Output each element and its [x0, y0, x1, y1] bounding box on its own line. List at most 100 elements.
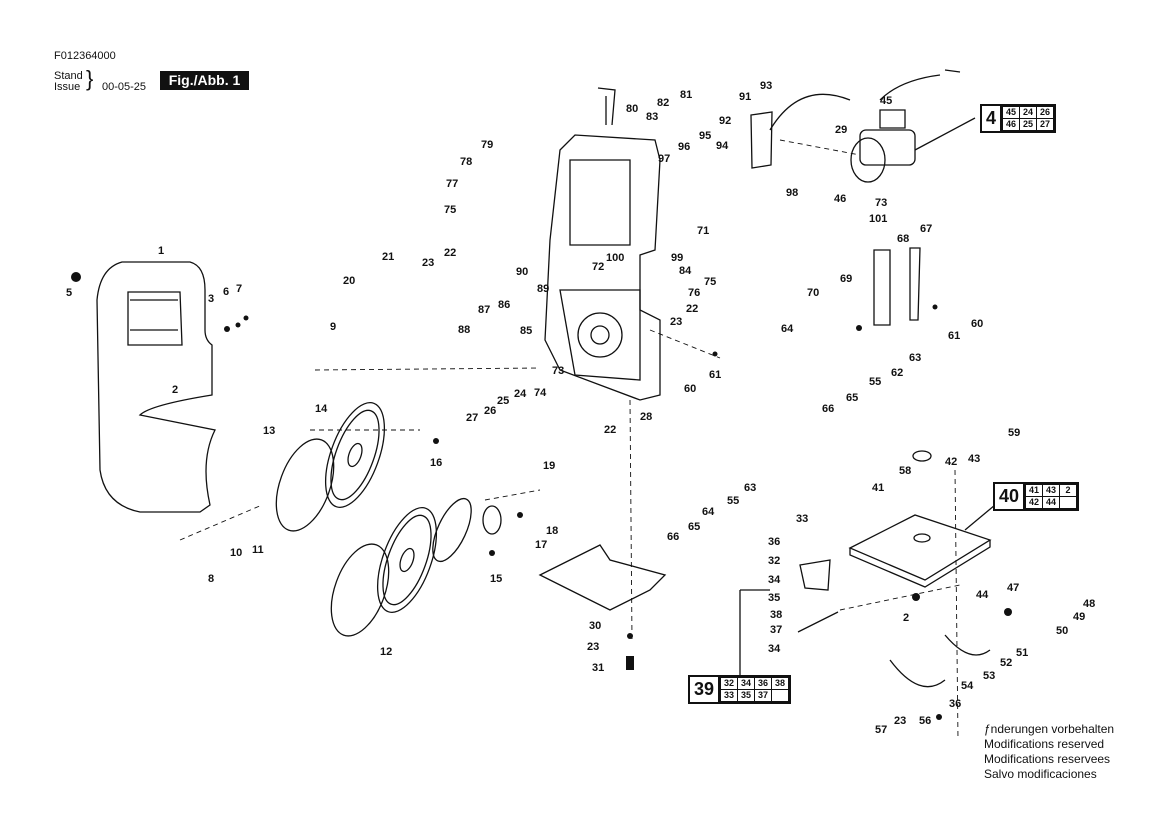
part-callout-14: 14	[315, 403, 328, 415]
part-callout-89: 89	[537, 283, 549, 295]
part-callout-84: 84	[679, 265, 692, 277]
part-callout-73: 73	[552, 365, 564, 377]
part-callout-29: 29	[835, 124, 847, 136]
part-callout-2: 2	[172, 384, 178, 396]
part-callout-68: 68	[897, 233, 909, 245]
part-callout-65: 65	[688, 521, 700, 533]
part-callout-86: 86	[498, 299, 510, 311]
part-callout-15: 15	[490, 573, 502, 585]
part-callout-58: 58	[899, 465, 911, 477]
part-callout-7: 7	[236, 283, 242, 295]
part-callout-1: 1	[158, 245, 164, 257]
part-callout-53: 53	[983, 670, 995, 682]
part-callout-27: 27	[466, 412, 478, 424]
part-callout-85: 85	[520, 325, 532, 337]
part-callout-38: 38	[770, 609, 782, 621]
part-callout-66: 66	[822, 403, 834, 415]
base-plate-shape	[538, 544, 667, 611]
part-callout-32: 32	[768, 555, 780, 567]
part-callout-75: 75	[444, 204, 456, 216]
part-callout-23: 23	[894, 715, 906, 727]
note-french: Modifications reservees	[984, 752, 1111, 766]
ref-box-40-main: 40	[995, 484, 1026, 509]
part-callout-92: 92	[719, 115, 731, 127]
part-callout-72: 72	[592, 261, 604, 273]
part-callout-63: 63	[909, 352, 921, 364]
part-callout-36: 36	[768, 536, 780, 548]
part-callout-93: 93	[760, 80, 772, 92]
issue-date: 00-05-25	[102, 81, 147, 93]
part-callout-87: 87	[478, 304, 490, 316]
saw-frame-shape	[544, 134, 661, 401]
note-german: ƒnderungen vorbehalten	[984, 722, 1115, 736]
part-callout-23: 23	[670, 316, 682, 328]
part-callout-3: 3	[208, 293, 214, 305]
part-callout-24: 24	[514, 388, 527, 400]
part-callout-23: 23	[422, 257, 434, 269]
part-callout-61: 61	[709, 369, 721, 381]
part-callout-36: 36	[949, 698, 961, 710]
note-english: Modifications reserved	[984, 737, 1105, 751]
part-callout-60: 60	[684, 383, 696, 395]
part-callout-34: 34	[768, 574, 781, 586]
part-callout-42: 42	[945, 456, 957, 468]
part-callout-41: 41	[872, 482, 884, 494]
part-callout-70: 70	[807, 287, 819, 299]
part-callout-37: 37	[770, 624, 782, 636]
part-callout-48: 48	[1083, 598, 1095, 610]
part-callout-52: 52	[1000, 657, 1012, 669]
part-callout-74: 74	[534, 387, 547, 399]
part-callout-98: 98	[786, 187, 798, 199]
part-callout-97: 97	[658, 153, 670, 165]
part-callout-9: 9	[330, 321, 336, 333]
part-callout-59: 59	[1008, 427, 1020, 439]
part-callout-30: 30	[589, 620, 601, 632]
part-callout-67: 67	[920, 223, 932, 235]
part-callout-10: 10	[230, 547, 242, 559]
part-callout-64: 64	[702, 506, 715, 518]
part-callout-31: 31	[592, 662, 604, 674]
part-callout-100: 100	[606, 252, 624, 264]
part-callout-5: 5	[66, 287, 72, 299]
part-callout-60: 60	[971, 318, 983, 330]
part-callout-91: 91	[739, 91, 751, 103]
doc-number: F012364000	[54, 50, 116, 62]
part-callout-22: 22	[444, 247, 456, 259]
part-callout-46: 46	[834, 193, 846, 205]
part-callout-95: 95	[699, 130, 711, 142]
part-callout-28: 28	[640, 411, 652, 423]
part-callout-71: 71	[697, 225, 709, 237]
part-callout-33: 33	[796, 513, 808, 525]
part-callout-17: 17	[535, 539, 547, 551]
part-callout-18: 18	[546, 525, 558, 537]
part-callout-90: 90	[516, 266, 528, 278]
figure-badge: Fig./Abb. 1	[160, 71, 249, 90]
part-callout-57: 57	[875, 724, 887, 736]
part-callout-77: 77	[446, 178, 458, 190]
part-callout-73: 73	[875, 197, 887, 209]
part-callout-62: 62	[891, 367, 903, 379]
part-callout-12: 12	[380, 646, 392, 658]
part-callout-65: 65	[846, 392, 858, 404]
part-callout-8: 8	[208, 573, 214, 585]
part-callout-56: 56	[919, 715, 931, 727]
part-callout-45: 45	[880, 95, 892, 107]
note-spanish: Salvo modificaciones	[984, 767, 1097, 781]
part-callout-51: 51	[1016, 647, 1028, 659]
stand-issue-brace: }	[86, 66, 94, 91]
part-callout-82: 82	[657, 97, 669, 109]
part-callout-11: 11	[252, 544, 264, 556]
part-callout-26: 26	[484, 405, 496, 417]
part-callout-96: 96	[678, 141, 690, 153]
table-shape	[848, 514, 992, 581]
part-callout-43: 43	[968, 453, 980, 465]
part-callout-94: 94	[716, 140, 729, 152]
issue-label: Issue	[54, 81, 81, 93]
part-callout-88: 88	[458, 324, 470, 336]
part-callout-35: 35	[768, 592, 780, 604]
part-callout-22: 22	[604, 424, 616, 436]
part-callout-47: 47	[1007, 582, 1019, 594]
